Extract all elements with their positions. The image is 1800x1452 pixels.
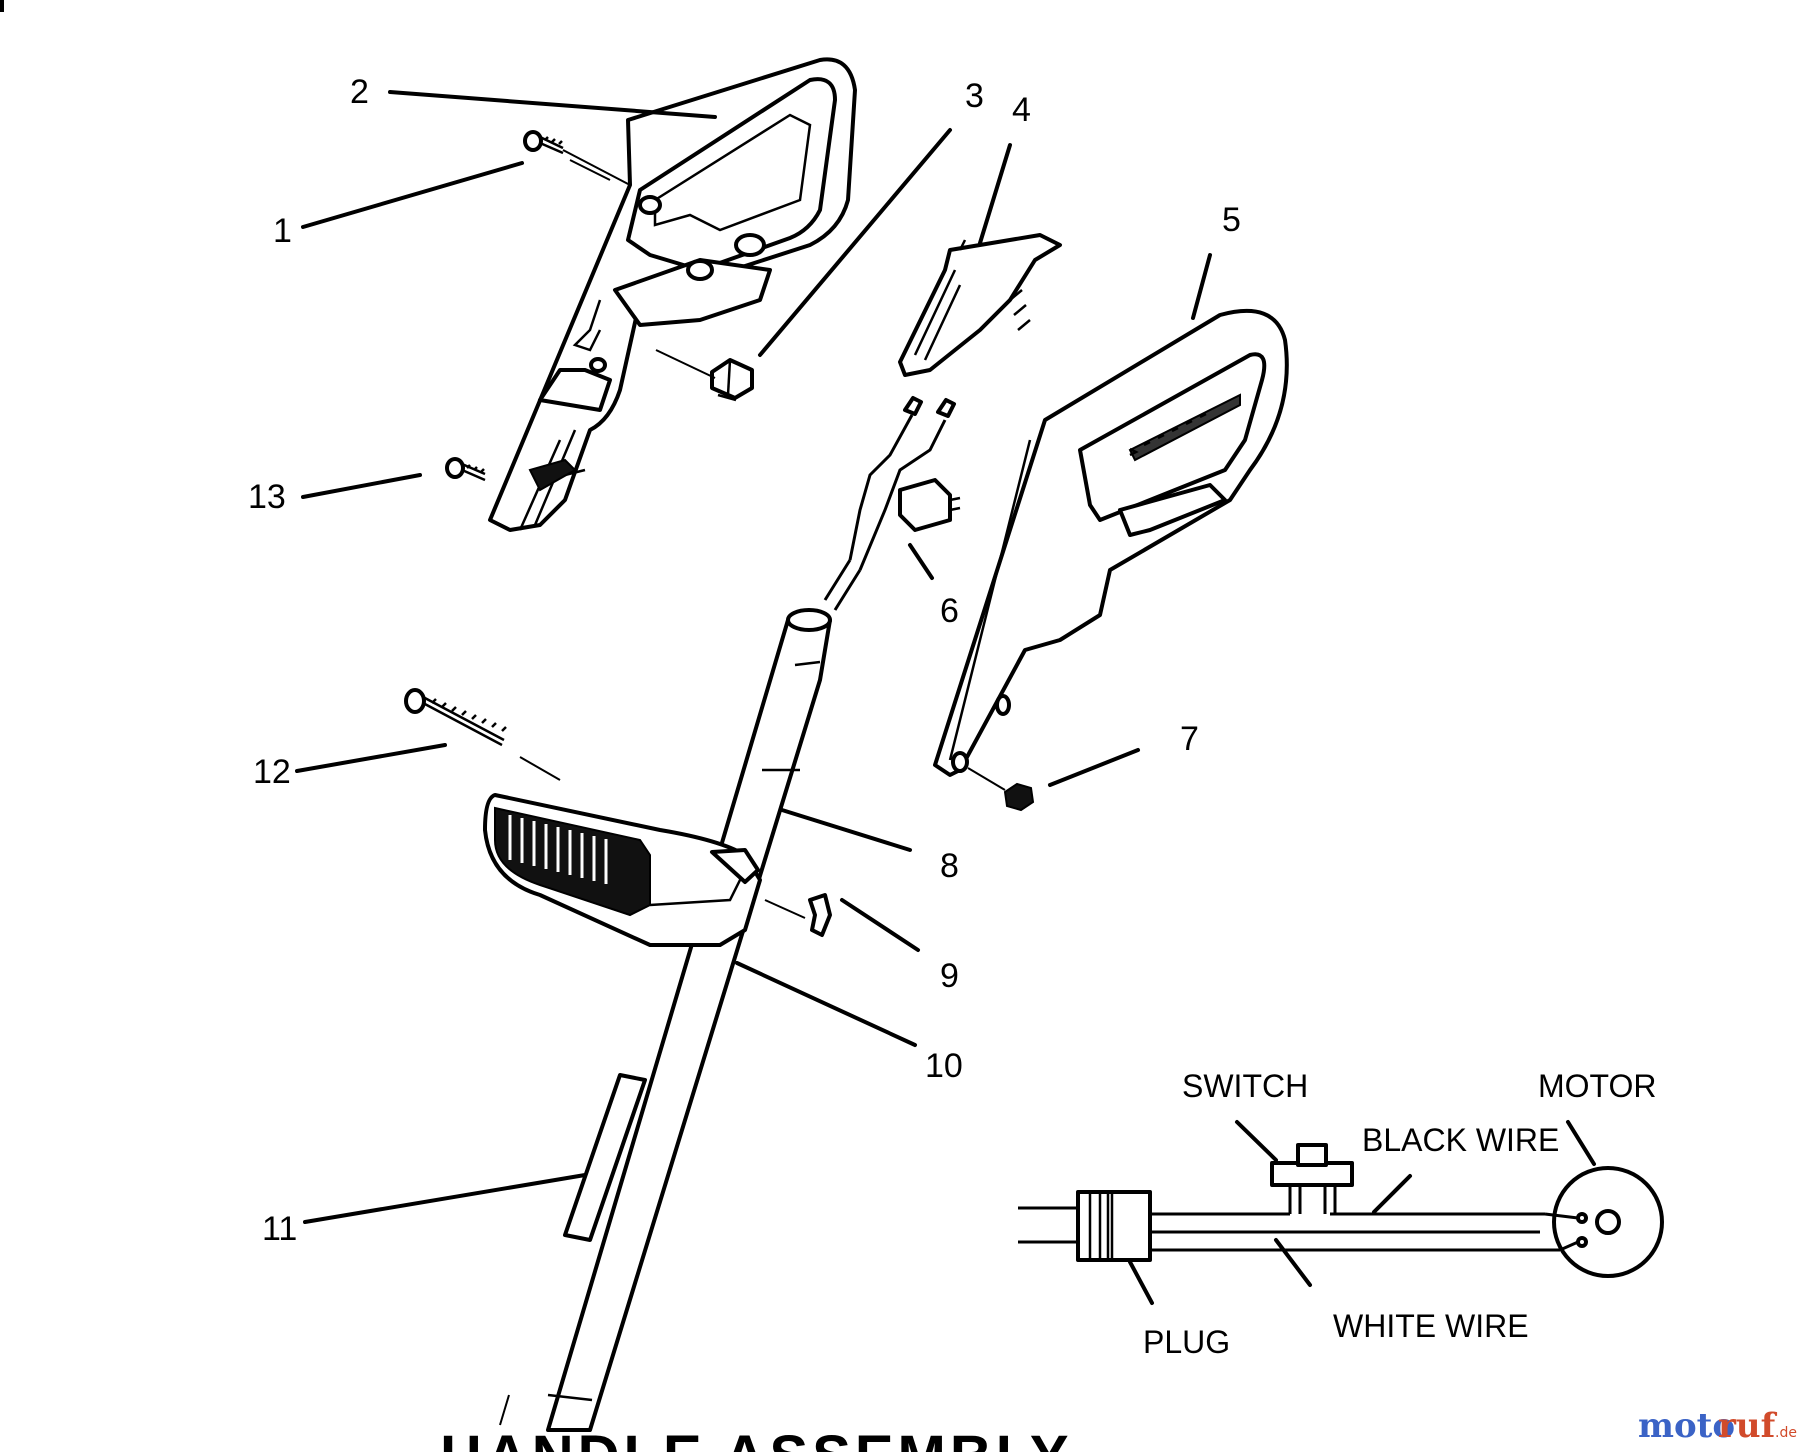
part-6-switch — [823, 396, 961, 611]
callout-1: 1 — [273, 212, 292, 250]
label-switch: SWITCH — [1182, 1068, 1308, 1104]
callout-9: 9 — [940, 957, 959, 995]
callout-13: 13 — [248, 478, 286, 516]
callout-12: 12 — [253, 753, 291, 791]
leader-lines — [295, 90, 1212, 1224]
alignment-line — [562, 149, 631, 186]
label-black-wire: BLACK WIRE — [1362, 1122, 1559, 1158]
part-11-label — [563, 1073, 647, 1242]
label-plug: PLUG — [1143, 1324, 1230, 1360]
part-13-screw — [445, 457, 486, 482]
watermark-part-3: .de — [1775, 1425, 1797, 1441]
callout-8: 8 — [940, 847, 959, 885]
wiring-schematic: SWITCH MOTOR BLACK WIRE WHITE WIRE PLUG — [1018, 1068, 1664, 1360]
part-4-trigger — [898, 233, 1062, 377]
corner-mark — [0, 0, 4, 12]
part-9-clip — [764, 893, 832, 937]
callout-7: 7 — [1180, 720, 1199, 758]
callout-10: 10 — [925, 1047, 963, 1085]
part-8-tube — [499, 608, 832, 1432]
callout-3: 3 — [965, 77, 984, 115]
part-10-front-handle — [483, 756, 762, 947]
watermark-part-2: ruf — [1718, 1406, 1778, 1446]
switch-button — [1296, 1143, 1328, 1167]
part-3-switch-stop — [710, 358, 754, 402]
alignment-line — [655, 349, 716, 379]
part-12-bolt — [404, 688, 507, 747]
callout-4: 4 — [1012, 91, 1031, 129]
part-1-screw — [523, 130, 611, 181]
callout-11: 11 — [262, 1210, 297, 1248]
watermark: moto ruf .de — [1638, 1406, 1797, 1446]
watermark-part-1: moto — [1638, 1406, 1735, 1446]
label-motor: MOTOR — [1538, 1068, 1657, 1104]
callout-6: 6 — [940, 592, 959, 630]
diagram-title: HANDLE ASSEMBLY — [440, 1424, 1073, 1452]
callout-5: 5 — [1222, 201, 1241, 239]
callout-labels: 1 2 3 4 5 6 7 8 9 10 11 12 13 — [248, 73, 1241, 1248]
callout-2: 2 — [350, 73, 369, 111]
label-white-wire: WHITE WIRE — [1333, 1308, 1529, 1344]
part-7-nut — [967, 767, 1035, 812]
part-2-left-handle-half — [488, 57, 857, 532]
part-5-right-handle-half — [933, 308, 1289, 777]
